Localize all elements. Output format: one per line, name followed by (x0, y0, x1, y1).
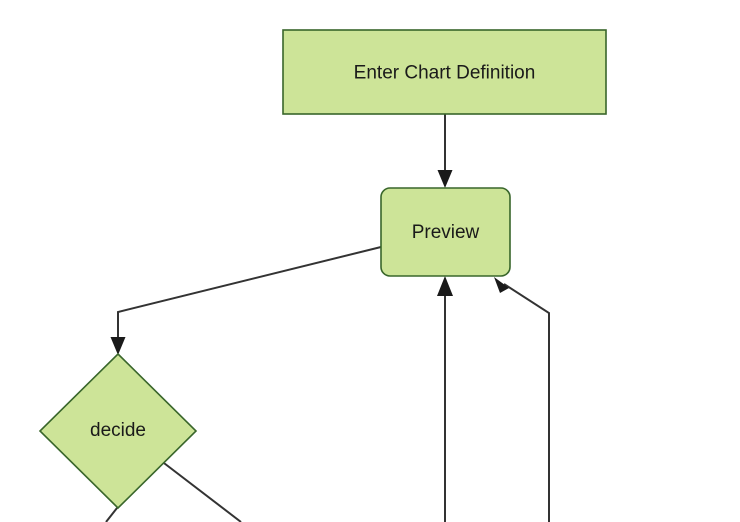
node-layer: Enter Chart Definition Preview decide (38, 29, 607, 510)
edge-line (503, 283, 550, 522)
edge-line (117, 246, 382, 343)
arrowhead-icon (110, 337, 126, 355)
arrowhead-icon (494, 277, 509, 293)
node-label-decide: decide (90, 420, 146, 441)
node-enter-chart-definition[interactable]: Enter Chart Definition (282, 29, 607, 115)
arrowhead-icon (437, 276, 453, 296)
node-preview[interactable]: Preview (380, 187, 511, 277)
edge-line (105, 507, 118, 522)
edge-layer (105, 114, 550, 522)
node-label-enter-chart-definition: Enter Chart Definition (354, 63, 536, 84)
node-decide[interactable]: decide (38, 352, 198, 510)
edge-line (159, 459, 242, 522)
node-rectangle-shape (282, 29, 607, 115)
arrowhead-icon (437, 170, 453, 188)
node-label-preview: Preview (412, 222, 480, 243)
edge-enter-to-preview[interactable] (437, 114, 453, 188)
edge-decide-out-left[interactable] (105, 507, 118, 522)
node-diamond-shape (38, 352, 198, 510)
edge-bottom-center-to-preview[interactable] (437, 276, 453, 522)
node-rounded-rectangle-shape (380, 187, 511, 277)
edge-decide-out-right[interactable] (159, 459, 242, 522)
edge-preview-to-decide[interactable] (110, 246, 382, 355)
edge-bottom-right-to-preview[interactable] (494, 277, 550, 522)
